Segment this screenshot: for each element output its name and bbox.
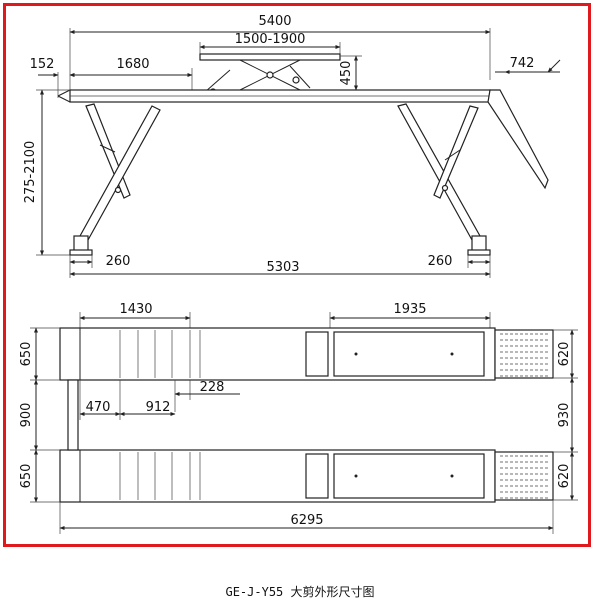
ramp-perforation-bottom xyxy=(500,455,550,499)
dim-ramp-length: 742 xyxy=(510,56,535,71)
dim-track-width-bottom-left: 650 xyxy=(19,464,34,489)
dim-base-length: 5303 xyxy=(266,260,299,275)
figure-caption: GE-J-Y55 大剪外形尺寸图 xyxy=(225,585,375,599)
dim-gap-right: 930 xyxy=(557,403,572,428)
dim-total-length: 5400 xyxy=(258,14,291,29)
dim-track-width-top-left: 650 xyxy=(19,342,34,367)
side-view: 5400 1500-1900 152 1680 450 742 xyxy=(23,14,561,278)
ramp-perforation-top xyxy=(500,333,550,377)
dim-left-section: 1430 xyxy=(119,302,152,317)
dim-height-range: 275-2100 xyxy=(23,141,38,204)
dim-right-section: 1935 xyxy=(393,302,426,317)
dim-right-foot: 260 xyxy=(428,254,453,269)
dim-ramp-width-bottom: 620 xyxy=(557,464,572,489)
dim-slot-228: 228 xyxy=(200,380,225,395)
dim-left-overhang: 152 xyxy=(30,57,55,72)
dim-ramp-width-top: 620 xyxy=(557,342,572,367)
dim-left-span: 1680 xyxy=(116,57,149,72)
dim-overall-length: 6295 xyxy=(290,513,323,528)
top-view: 1430 1935 xyxy=(19,302,578,534)
dim-jack-height: 450 xyxy=(339,61,354,86)
drawing-frame xyxy=(3,3,591,547)
dim-slot-912: 912 xyxy=(146,400,171,415)
dim-platform-range: 1500-1900 xyxy=(235,32,306,47)
dim-slot-470: 470 xyxy=(86,400,111,415)
dim-gap-left: 900 xyxy=(19,403,34,428)
dim-left-foot: 260 xyxy=(106,254,131,269)
